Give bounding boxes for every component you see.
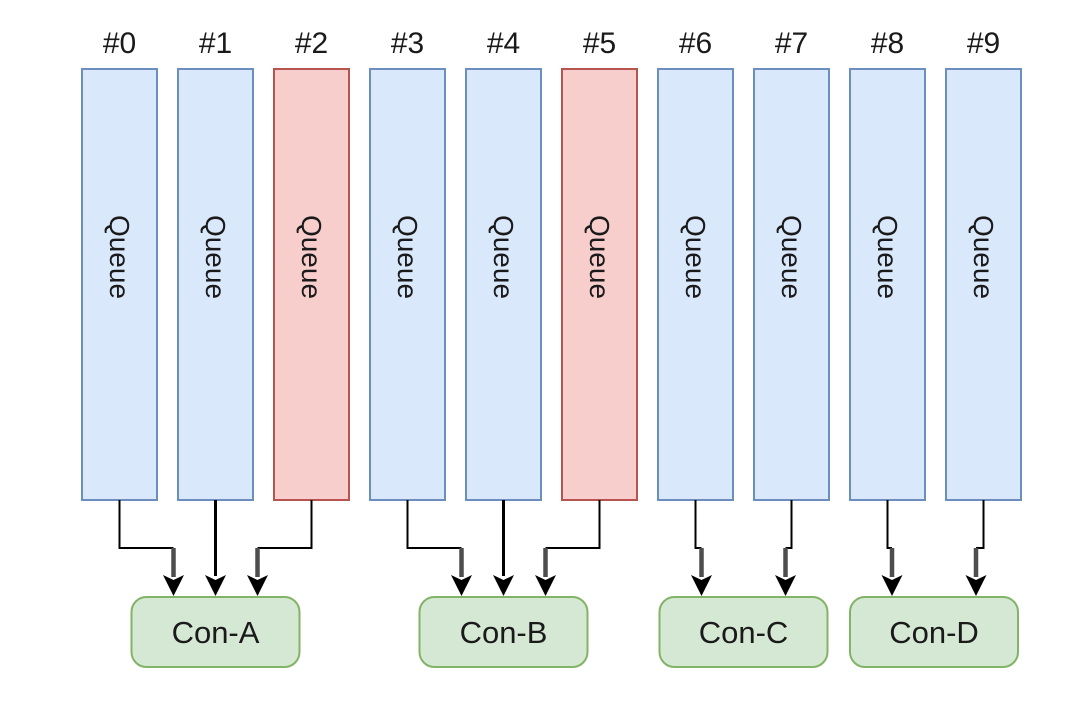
queue-body-label: Queue [968,215,999,299]
consumer-con-d: Con-D [849,596,1019,668]
queue-body-label: Queue [200,215,231,299]
queue-body-label: Queue [776,215,807,299]
arrowhead-icon [535,575,556,596]
queue-7: #7 Queue [753,27,830,501]
queue-2: #2 Queue [273,27,350,501]
consumer-label: Con-C [699,615,789,650]
arrow-queue1-to-con-a [205,500,226,596]
queue-index-label: #3 [391,27,424,60]
queue-body-label: Queue [488,215,519,299]
queue-body-label: Queue [296,215,327,299]
queue-index-label: #6 [679,27,712,60]
queue-body-label: Queue [872,215,903,299]
queue-body-label: Queue [584,215,615,299]
arrow-queue6-to-con-c [691,500,712,596]
consumer-con-a: Con-A [130,596,301,668]
arrowhead-icon [881,575,903,596]
arrowhead-icon [247,575,268,596]
queue-index-label: #7 [775,27,808,60]
arrow-queue3-to-con-b [406,500,472,596]
arrowhead-icon [205,575,226,596]
arrowhead-icon [775,575,796,596]
arrows [118,500,987,596]
consumer-box [658,596,829,668]
arrowhead-icon [691,575,712,596]
queue-box [561,68,638,501]
queue-1: #1 Queue [177,27,254,501]
arrowhead-icon [451,575,472,596]
queue-8: #8 Queue [849,27,926,501]
consumer-con-c: Con-C [658,596,829,668]
consumer-label: Con-D [889,615,979,650]
queue-box [81,68,158,501]
queue-index-label: #8 [871,27,904,60]
arrow-queue0-to-con-a [118,500,184,596]
arrow-queue5-to-con-b [535,500,601,596]
queue-box [753,68,830,501]
queue-body-label: Queue [104,215,135,299]
arrow-queue7-to-con-c [775,500,796,596]
arrowhead-icon [493,575,514,596]
arrow-queue9-to-con-d [965,500,987,596]
consumer-label: Con-A [172,615,260,650]
queue-6: #6 Queue [657,27,734,501]
queue-5: #5 Queue [561,27,638,501]
arrow-queue4-to-con-b [493,500,514,596]
consumer-box [849,596,1019,668]
consumer-con-b: Con-B [418,596,589,668]
queue-0: #0 Queue [81,27,158,501]
queue-9: #9 Queue [945,27,1022,501]
queue-box [369,68,446,501]
queue-index-label: #9 [967,27,1000,60]
queue-box [945,68,1022,501]
queue-index-label: #5 [583,27,616,60]
queue-body-label: Queue [392,215,423,299]
queue-body-label: Queue [680,215,711,299]
queue-index-label: #4 [487,27,520,60]
arrow-queue2-to-con-a [247,500,313,596]
queue-index-label: #0 [103,27,136,60]
arrowhead-icon [163,575,184,596]
arrow-queue8-to-con-d [881,500,903,596]
consumer-label: Con-B [460,615,548,650]
arrowhead-icon [965,575,987,596]
queue-box [273,68,350,501]
consumer-box [418,596,589,668]
queue-box [177,68,254,501]
queue-index-label: #1 [199,27,232,60]
consumer-box [130,596,301,668]
queue-4: #4 Queue [465,27,542,501]
queue-index-label: #2 [295,27,328,60]
queue-3: #3 Queue [369,27,446,501]
